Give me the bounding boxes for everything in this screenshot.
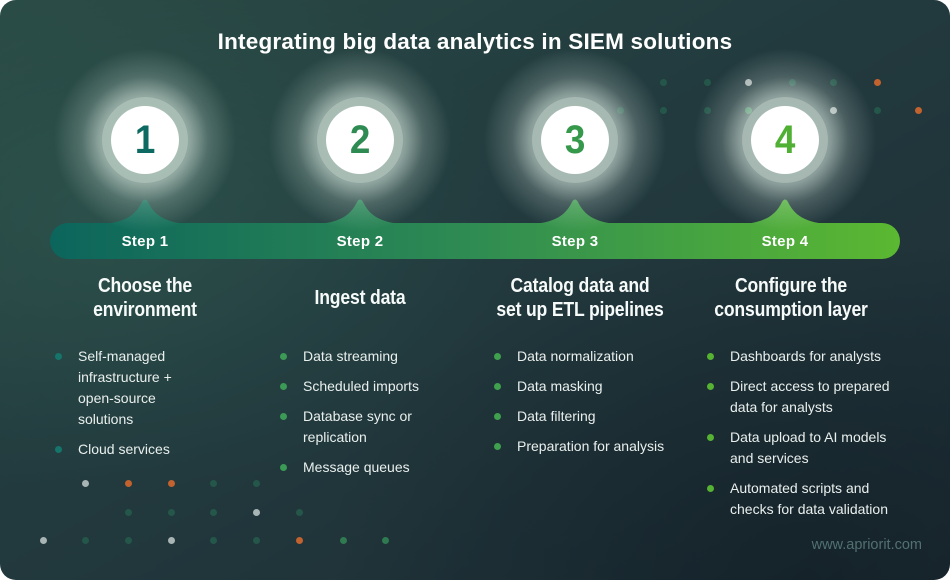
- step-number-circle: 2: [326, 106, 394, 174]
- decor-dot: [296, 537, 303, 544]
- bullet-item: Direct access to prepared data for analy…: [697, 376, 907, 418]
- decor-dot: [660, 107, 667, 114]
- decor-dot: [745, 107, 752, 114]
- bullet-item: Automated scripts and checks for data va…: [697, 478, 907, 520]
- column-heading-line: environment: [93, 299, 197, 321]
- column-heading-line: Configure the: [734, 275, 848, 297]
- decor-dot: [789, 79, 796, 86]
- column-heading-line: Catalog data and: [510, 275, 650, 297]
- decor-dot: [745, 79, 752, 86]
- decor-dot: [382, 537, 389, 544]
- bullet-item: Scheduled imports: [270, 376, 445, 397]
- decor-dot: [125, 509, 132, 516]
- column-heading-line: Choose the: [97, 275, 193, 297]
- step-number-circle: 4: [751, 106, 819, 174]
- bar-peak: [318, 199, 402, 224]
- decor-dot: [660, 79, 667, 86]
- column-heading: Ingest data: [272, 272, 448, 324]
- bullet-item: Preparation for analysis: [484, 436, 696, 457]
- step-label: Step 4: [761, 233, 809, 250]
- bullet-item: Self-managed infrastructure + open-sourc…: [45, 346, 205, 430]
- decor-dot: [340, 537, 347, 544]
- bullet-item: Cloud services: [45, 439, 205, 460]
- decor-dot: [874, 107, 881, 114]
- decor-dot: [253, 480, 260, 487]
- decor-dot: [210, 509, 217, 516]
- page-title: Integrating big data analytics in SIEM s…: [217, 29, 733, 54]
- step-label: Step 3: [551, 233, 599, 250]
- decor-dot: [617, 107, 624, 114]
- decor-dot: [82, 537, 89, 544]
- decor-dot: [253, 537, 260, 544]
- decor-dot: [168, 537, 175, 544]
- column-heading-line: Ingest data: [314, 287, 406, 309]
- decor-dot: [830, 79, 837, 86]
- decor-dot: [253, 509, 260, 516]
- step-number: 1: [134, 118, 156, 162]
- decor-dot: [40, 537, 47, 544]
- bullet-item: Data upload to AI models and services: [697, 427, 907, 469]
- decor-dot: [915, 107, 922, 114]
- column-heading-line: consumption layer: [714, 299, 868, 321]
- bullet-item: Data streaming: [270, 346, 445, 367]
- decor-dot: [168, 480, 175, 487]
- step-number-circle: 3: [541, 106, 609, 174]
- decor-dot: [830, 107, 837, 114]
- bullet-item: Dashboards for analysts: [697, 346, 907, 367]
- watermark: www.apriorit.com: [811, 537, 922, 553]
- decor-dot: [704, 79, 711, 86]
- bullet-list: Self-managed infrastructure + open-sourc…: [45, 346, 205, 460]
- bar-peak: [103, 199, 187, 224]
- bullet-item: Message queues: [270, 457, 445, 478]
- step-number: 3: [564, 118, 586, 162]
- decor-dot: [125, 480, 132, 487]
- step-label: Step 1: [121, 233, 169, 250]
- step-number: 4: [774, 118, 796, 162]
- bar-peak: [533, 199, 617, 224]
- decor-dot: [704, 107, 711, 114]
- decor-dot: [296, 509, 303, 516]
- decor-dot: [82, 480, 89, 487]
- decor-dot: [168, 509, 175, 516]
- bullet-item: Data filtering: [484, 406, 696, 427]
- decor-dot: [125, 537, 132, 544]
- bullet-item: Database sync or replication: [270, 406, 445, 448]
- decor-dot: [210, 480, 217, 487]
- bar-peak: [743, 199, 827, 224]
- decor-dot: [210, 537, 217, 544]
- bullet-item: Data masking: [484, 376, 696, 397]
- bullet-item: Data normalization: [484, 346, 696, 367]
- decor-dot: [874, 79, 881, 86]
- step-number-circle: 1: [111, 106, 179, 174]
- step-label: Step 2: [336, 233, 384, 250]
- column-heading-line: set up ETL pipelines: [496, 299, 664, 321]
- step-number: 2: [349, 118, 371, 162]
